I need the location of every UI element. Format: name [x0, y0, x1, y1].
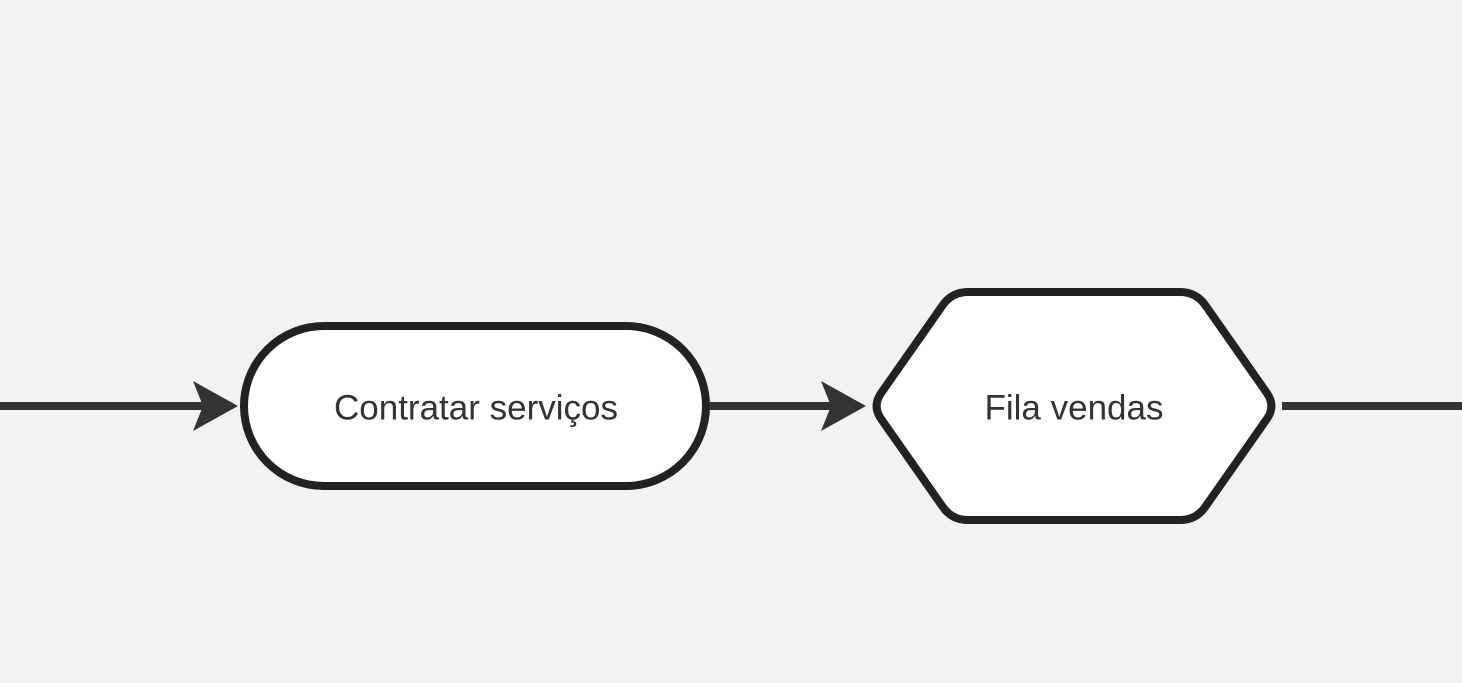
- node-contratar-servicos[interactable]: Contratar serviços: [240, 322, 710, 490]
- edge-contratar-to-fila-arrowhead: [821, 381, 866, 431]
- node-contratar-servicos-shape: [240, 322, 710, 490]
- node-fila-vendas-shape: [872, 288, 1276, 524]
- edge-contratar-to-fila: [710, 381, 866, 431]
- node-fila-vendas[interactable]: Fila vendas: [872, 288, 1276, 524]
- node-fila-vendas-label: Fila vendas: [985, 389, 1164, 428]
- edge-incoming-left: [0, 381, 238, 431]
- edge-incoming-left-arrowhead: [193, 381, 238, 431]
- node-contratar-servicos-label: Contratar serviços: [334, 389, 618, 428]
